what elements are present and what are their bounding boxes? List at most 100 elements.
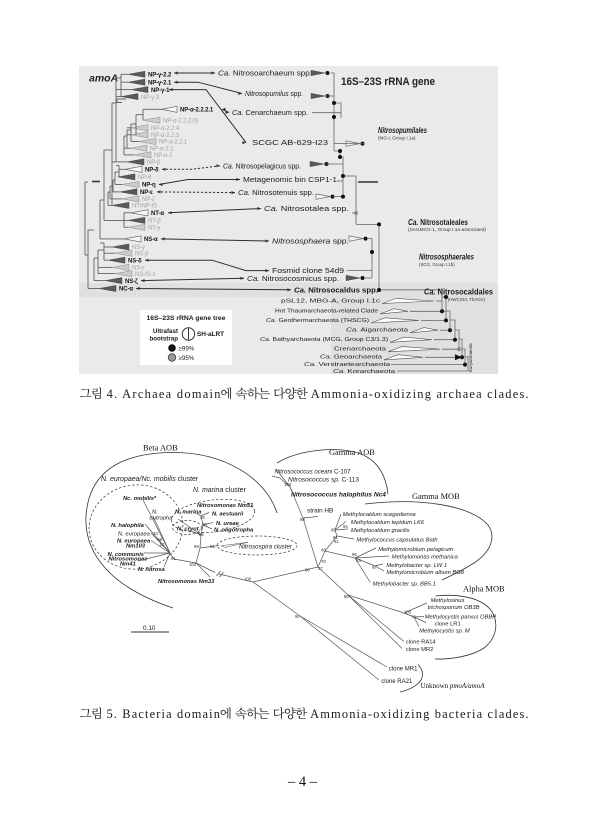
svg-text:(HWCGIII, ThAOA): (HWCGIII, ThAOA) xyxy=(448,297,486,302)
svg-text:Ca. Nitrosotaleales: Ca. Nitrosotaleales xyxy=(408,218,469,227)
svg-text:clone RA21: clone RA21 xyxy=(381,679,413,685)
svg-text:Nitrososphaera spp.: Nitrososphaera spp. xyxy=(272,238,349,246)
svg-text:43: 43 xyxy=(153,531,158,536)
svg-text:Methylobacter sp. LW 1: Methylobacter sp. LW 1 xyxy=(386,563,447,569)
svg-text:Ca. Korarchaeota: Ca. Korarchaeota xyxy=(333,369,396,374)
svg-text:Nitrosopumilales: Nitrosopumilales xyxy=(378,126,428,135)
svg-text:N. europaea: N. europaea xyxy=(118,532,151,538)
svg-text:Ca. Verstraetearchaeota: Ca. Verstraetearchaeota xyxy=(304,362,391,368)
svg-text:N. marina: N. marina xyxy=(175,510,202,516)
svg-text:99: 99 xyxy=(194,544,199,549)
svg-text:Ca. Nitrosocaldus spp.: Ca. Nitrosocaldus spp. xyxy=(294,285,378,294)
svg-text:pSL12, MBG-A, Group I.1c: pSL12, MBG-A, Group I.1c xyxy=(281,299,380,305)
svg-text:NP-β: NP-β xyxy=(147,160,161,166)
svg-text:55: 55 xyxy=(199,532,204,537)
svg-text:Unknown pmoA/amoA: Unknown pmoA/amoA xyxy=(421,681,485,690)
svg-text:≥99%: ≥99% xyxy=(179,346,195,353)
svg-text:91: 91 xyxy=(334,539,339,544)
svg-text:NS-α: NS-α xyxy=(144,237,158,243)
svg-text:NP-α-2.2.4: NP-α-2.2.4 xyxy=(151,126,180,132)
svg-text:66: 66 xyxy=(158,537,163,542)
svg-text:Ca. Nitrosocosmicus spp.: Ca. Nitrosocosmicus spp. xyxy=(247,275,339,283)
svg-text:Ca. Nitrosotenuis spp.: Ca. Nitrosotenuis spp. xyxy=(238,189,314,197)
svg-text:76: 76 xyxy=(411,615,416,620)
svg-text:Methylosinus: Methylosinus xyxy=(431,598,465,604)
svg-text:N. halophila: N. halophila xyxy=(111,523,145,529)
svg-text:12: 12 xyxy=(160,542,165,547)
svg-text:Methylococcus capsulatus Bath: Methylococcus capsulatus Bath xyxy=(356,538,437,544)
svg-text:90: 90 xyxy=(295,614,300,619)
svg-text:Ca. Nitrosoarchaeum spp.: Ca. Nitrosoarchaeum spp. xyxy=(218,70,312,78)
svg-text:(MG-I, Group I.1a): (MG-I, Group I.1a) xyxy=(378,136,416,141)
svg-text:N. aestuarii: N. aestuarii xyxy=(212,512,244,518)
svg-text:NT-β: NT-β xyxy=(148,219,161,225)
svg-text:≥95%: ≥95% xyxy=(179,355,195,362)
svg-text:NP-ζ: NP-ζ xyxy=(142,197,155,203)
svg-text:Methylobacter sp. BB5.1: Methylobacter sp. BB5.1 xyxy=(373,582,436,588)
svg-text:Crenarchaeota: Crenarchaeota xyxy=(334,347,387,353)
svg-text:100: 100 xyxy=(404,610,412,615)
svg-text:65: 65 xyxy=(331,528,336,533)
svg-text:Methylocaldum tepidum LK6: Methylocaldum tepidum LK6 xyxy=(351,520,425,526)
svg-text:bootstrap: bootstrap xyxy=(149,336,178,343)
svg-text:NS-ζ: NS-ζ xyxy=(125,279,138,285)
svg-text:16S–23S rRNA gene: 16S–23S rRNA gene xyxy=(341,76,435,88)
svg-text:Methylocaldum scegediense: Methylocaldum scegediense xyxy=(343,512,417,518)
svg-text:Nm103: Nm103 xyxy=(126,544,146,550)
svg-text:Methylomicrobium pelagicum: Methylomicrobium pelagicum xyxy=(378,547,453,553)
svg-text:eutropha: eutropha xyxy=(150,516,174,522)
svg-text:16S–23S rRNA gene tree: 16S–23S rRNA gene tree xyxy=(147,315,227,322)
svg-text:NC-α: NC-α xyxy=(119,287,133,293)
svg-text:97: 97 xyxy=(372,565,377,570)
svg-text:NS-δ: NS-δ xyxy=(128,258,142,264)
svg-text:Methylomicrobium album BG8: Methylomicrobium album BG8 xyxy=(386,570,464,576)
svg-text:Beta AOB: Beta AOB xyxy=(143,444,178,453)
svg-text:clone RA14: clone RA14 xyxy=(406,640,437,646)
svg-text:98: 98 xyxy=(300,517,305,522)
svg-text:Ca. Geothermarchaeota (THSCG): Ca. Geothermarchaeota (THSCG) xyxy=(266,318,369,324)
svg-text:70: 70 xyxy=(321,559,326,564)
svg-text:NP-α-2.2.3: NP-α-2.2.3 xyxy=(151,133,180,139)
svg-text:53: 53 xyxy=(356,558,361,563)
svg-text:Alpha MOB: Alpha MOB xyxy=(463,585,505,594)
svg-text:SH-aLRT: SH-aLRT xyxy=(197,331,224,338)
svg-text:100: 100 xyxy=(244,577,252,582)
svg-text:NP-δ: NP-δ xyxy=(145,168,159,174)
svg-text:Ultrafast: Ultrafast xyxy=(153,328,178,335)
svg-text:Ca. Nitrosocaldales: Ca. Nitrosocaldales xyxy=(424,288,494,297)
svg-text:N. europaea/Nc. mobilis cluste: N. europaea/Nc. mobilis cluster xyxy=(101,476,199,483)
svg-text:Methylocaldum gracilis: Methylocaldum gracilis xyxy=(351,528,410,534)
svg-text:96: 96 xyxy=(352,552,357,557)
svg-text:Methylomonas methanica: Methylomonas methanica xyxy=(392,555,459,561)
svg-text:NP-γ-3: NP-γ-3 xyxy=(141,95,160,101)
svg-text:Nitrosococcus halophilus Nc4: Nitrosococcus halophilus Nc4 xyxy=(291,493,387,499)
svg-text:NP-γ-2.2: NP-γ-2.2 xyxy=(148,73,172,79)
svg-text:Nitrosospira cluster: Nitrosospira cluster xyxy=(239,544,293,551)
svg-text:Nm41: Nm41 xyxy=(120,562,136,568)
svg-text:100: 100 xyxy=(189,562,197,567)
svg-text:Ammonia-oxidizing bacteria cla: Ammonia-oxidizing bacteria clades. xyxy=(307,707,529,721)
svg-text:Ca. Aigarchaeota: Ca. Aigarchaeota xyxy=(346,328,409,334)
svg-text:Nitrosococcus oceani C-107: Nitrosococcus oceani C-107 xyxy=(275,470,352,476)
svg-text:Ca. Cenarchaeum spp.: Ca. Cenarchaeum spp. xyxy=(232,109,308,117)
svg-text:86: 86 xyxy=(344,594,349,599)
svg-text:N. europaea: N. europaea xyxy=(117,539,151,545)
svg-text:strain HB: strain HB xyxy=(307,508,333,515)
svg-text:Nitrososphaerales: Nitrososphaerales xyxy=(419,253,475,262)
svg-text:0.10: 0.10 xyxy=(143,625,156,632)
svg-text:Nitrosococcus sp. C-113: Nitrosococcus sp. C-113 xyxy=(288,478,360,484)
svg-text:clone MR2: clone MR2 xyxy=(406,647,434,653)
svg-text:amoA: amoA xyxy=(89,73,118,85)
svg-text:Gamma AOB: Gamma AOB xyxy=(329,448,375,457)
svg-text:NP-η: NP-η xyxy=(142,183,156,189)
svg-text:91: 91 xyxy=(171,556,176,561)
svg-text:N. ureae: N. ureae xyxy=(216,521,240,527)
svg-text:Metagenomic bin CSP1-1: Metagenomic bin CSP1-1 xyxy=(243,176,337,184)
svg-text:NP-α-1: NP-α-1 xyxy=(154,153,173,159)
svg-text:Nitrosopumilus spp.: Nitrosopumilus spp. xyxy=(245,90,303,98)
svg-text:Ca. Nitrosopelagicus spp.: Ca. Nitrosopelagicus spp. xyxy=(223,162,301,170)
svg-text:clone LR1: clone LR1 xyxy=(435,621,461,627)
svg-text:Ca. Geoarchaeota: Ca. Geoarchaeota xyxy=(320,355,383,361)
svg-text:NP-ε: NP-ε xyxy=(140,190,153,196)
svg-text:NP-α-2.2.1: NP-α-2.2.1 xyxy=(159,140,188,146)
